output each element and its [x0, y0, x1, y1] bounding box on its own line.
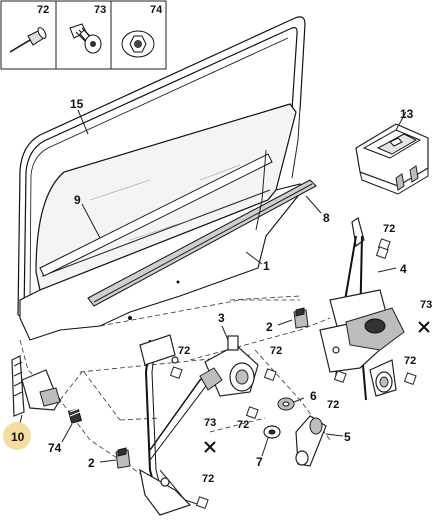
window-regulator-right [319, 217, 405, 401]
callout-15: 15 [70, 97, 84, 111]
part-7-bushing [263, 425, 281, 439]
callout-72-a: 72 [178, 345, 190, 357]
callout-3: 3 [218, 311, 225, 325]
callout-labels: 15 9 8 13 1 4 3 2 6 5 7 2 10 74 72 72 72… [11, 97, 432, 485]
fastener-legend-box: 72 73 74 [0, 0, 167, 70]
callout-7: 7 [256, 455, 263, 469]
window-glass [35, 103, 297, 291]
callout-9: 9 [74, 193, 81, 207]
callout-10: 10 [11, 430, 25, 444]
callout-74: 74 [48, 441, 62, 455]
part-5-handle [295, 415, 327, 467]
callout-1: 1 [263, 259, 270, 273]
highlight-circle [3, 422, 31, 450]
callout-72-e: 72 [383, 223, 395, 235]
legend-number-73: 73 [94, 4, 106, 16]
clip-74 [68, 407, 82, 424]
regulator-handle [11, 355, 61, 417]
clip-2-upper [293, 307, 309, 329]
callout-73-a: 73 [204, 417, 216, 429]
callout-72-b: 72 [270, 345, 282, 357]
callout-72-d: 72 [202, 473, 214, 485]
rivet-markers [169, 238, 417, 510]
callout-72-f: 72 [327, 399, 339, 411]
window-switch [355, 123, 429, 195]
callout-72-c: 72 [237, 419, 249, 431]
callout-72-g: 72 [404, 355, 416, 367]
callout-2-lower: 2 [88, 456, 95, 470]
regulator-motor-left [199, 335, 259, 397]
legend-number-72: 72 [37, 4, 49, 16]
callout-5: 5 [344, 430, 351, 444]
screw-x-markers [204, 321, 430, 453]
torx-screw-icon [69, 23, 102, 54]
door-frame-seal [17, 16, 306, 319]
callout-13: 13 [400, 107, 414, 121]
part-6-washer [277, 397, 295, 411]
leader-lines [19, 109, 407, 463]
legend-number-74: 74 [150, 4, 163, 16]
callout-8: 8 [323, 211, 330, 225]
window-regulator-left [139, 334, 245, 516]
rivet-icon [9, 27, 47, 53]
callout-2-upper: 2 [266, 320, 273, 334]
outer-weatherstrip [87, 179, 317, 307]
callout-4: 4 [400, 262, 407, 276]
callout-6: 6 [310, 389, 317, 403]
hex-nut-icon [121, 30, 155, 58]
clip-2-lower [115, 447, 131, 469]
callout-73-b: 73 [420, 299, 432, 311]
